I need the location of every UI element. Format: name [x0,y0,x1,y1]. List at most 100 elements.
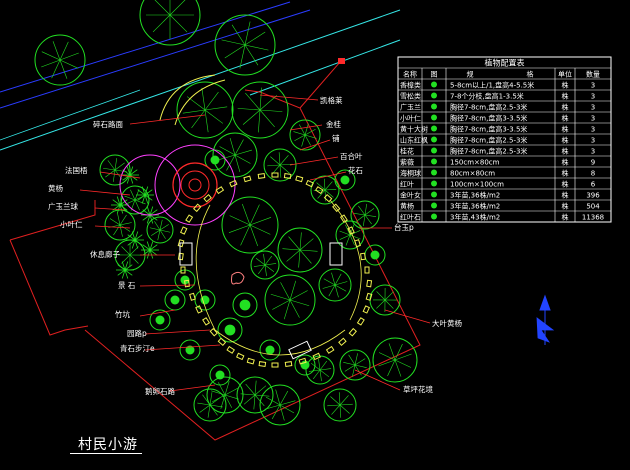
plant-name: 桂花 [400,147,414,156]
label-top-right-5: 花石 [348,165,363,175]
tree-symbol [323,388,357,422]
path-edges [195,199,362,356]
plant-unit: 株 [562,147,569,156]
tree-symbol [289,119,321,151]
label-bottom-1: 鹅卵石路 [145,386,175,396]
plant-unit: 株 [562,125,569,134]
plant-name: 黄杨 [400,202,414,211]
tree-symbol [231,81,289,139]
label-bottom-right-1: 草坪花境 [403,384,433,394]
plant-unit: 株 [562,213,569,222]
table-header-cell: 单位 [558,70,572,79]
stepping-stone [365,292,373,301]
plant-spec: 80cm×80cm [450,170,495,178]
tree-symbol [206,376,244,414]
plant-legend-icon [431,213,437,220]
plant-name: 黄十大树 [400,125,428,134]
plant-legend-icon [431,180,437,187]
plant-name: 山东红枫 [400,136,428,145]
plant-spec: 5-8cm以上/1,盘高4-5.5米 [450,81,534,90]
table-header-cell: 格 [527,70,534,79]
tree-symbol [193,388,227,422]
table-header-cell: 数量 [586,70,600,79]
tree-symbol [350,200,380,230]
plant-unit: 株 [562,81,569,90]
plant-qty: 3 [591,104,595,112]
plant-spec: 胸径7-8cm,盘高2.5-3米 [450,147,527,156]
plant-legend-icon [431,103,437,110]
stepping-stone [257,172,266,179]
plant-legend-icon [431,81,437,88]
plant-name: 紫薇 [400,158,414,167]
label-left-3: 广玉兰球 [48,201,78,211]
plant-qty: 3 [591,137,595,145]
label-top-right-3: 铺 [332,133,340,143]
stepping-stone [305,179,314,188]
tree-symbol [277,227,323,273]
stepping-stone-path [177,172,373,368]
table-header-cell: 名称 [403,70,417,79]
rock-feature [231,271,245,285]
tree-symbol [305,355,335,385]
conifer-symbol [126,231,144,249]
stepping-stone [283,172,292,179]
stepping-stone [177,252,184,261]
stepping-stone [271,362,279,368]
stepping-stone [364,266,370,274]
plant-spec: 胸径7-8cm,盘高3-3.5米 [450,125,527,134]
tree-symbol [194,289,216,311]
tree-symbol [139,0,201,46]
stepping-stone [195,305,203,314]
plant-name: 香樟类 [400,81,421,90]
label-left-2: 黄杨 [48,183,63,193]
plant-spec: 胸径7-8cm,盘高3-3.5米 [450,114,527,123]
label-right-2: 大叶黄杨 [432,318,462,328]
tree-symbol [221,196,279,254]
tree-symbol [364,244,386,266]
label-right-1: 台玉p [394,222,414,232]
stepping-stone [202,317,211,326]
tree-canopies [34,0,418,426]
stepping-stone [325,345,335,354]
table-header-cell: 规 [467,70,474,79]
plant-name: 广玉兰 [400,103,421,112]
plant-spec: 胸径7-8cm,盘高2.5-3米 [450,136,527,145]
stepping-stone [180,266,186,274]
site-marker [338,58,345,64]
plant-name: 红叶 [400,180,414,189]
stepping-stone [215,186,225,195]
tree-symbol [212,132,258,178]
plant-unit: 株 [562,103,569,112]
plant-qty: 3 [591,148,595,156]
plant-legend-icon [431,92,437,99]
plant-qty: 6 [591,181,596,189]
stepping-stone [184,279,190,288]
label-top-left-1: 碎石路面 [93,119,123,129]
conifer-symbol [116,261,134,279]
tree-symbol [339,349,371,381]
plant-legend-icon [431,169,437,176]
stepping-stone [315,186,324,195]
stepping-stone [189,292,196,301]
label-left-9: 青石步汀e [120,343,155,353]
tree-symbol [164,289,186,311]
plant-unit: 株 [562,158,569,167]
stepping-stone [193,203,202,213]
plant-name: 海桐球 [400,169,421,178]
stepping-stone [258,361,267,368]
plant-name: 雪松类 [400,92,421,101]
drawing-caption: 村民小游 [78,437,138,453]
table-border [397,56,612,223]
stepping-stone [338,337,347,346]
stepping-stone [284,361,293,368]
plant-spec: 100cm×100cm [450,181,504,189]
north-arrow [536,294,555,345]
plan-labels: 凯格莱 金桂 铺 百合叶 花石 碎石路面 法国梧 黄杨 广玉兰球 小叶仁 休息廊… [48,95,462,396]
plant-qty: 396 [586,192,600,200]
